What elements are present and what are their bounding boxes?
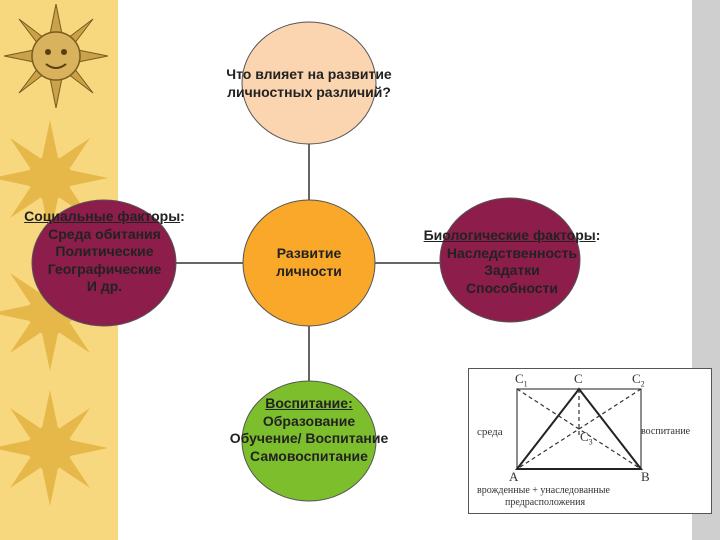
inset-label-c1-letter: C xyxy=(515,371,524,386)
bottom-node-item: Самовоспитание xyxy=(250,447,368,464)
inset-label-c1: C1 xyxy=(515,371,528,389)
left-node-item: Географические xyxy=(47,260,162,277)
bottom-node-text: Воспитание: Образование Обучение/ Воспит… xyxy=(198,395,420,465)
left-node xyxy=(31,199,177,327)
top-node-text: Что влияет на развитие личностных различ… xyxy=(190,66,428,101)
inset-label-c2-sub: 2 xyxy=(640,379,645,389)
left-node-heading: Социальные факторы: xyxy=(2,208,207,226)
right-node-item: Задатки xyxy=(484,262,540,278)
inset-label-environment: среда xyxy=(477,426,503,438)
inset-label-a: A xyxy=(509,469,519,484)
left-node-item: Политические xyxy=(55,243,154,259)
inset-label-c3-sub: 3 xyxy=(588,437,593,447)
right-node-heading-colon: : xyxy=(595,227,601,243)
inset-lines xyxy=(514,387,644,470)
inset-diagram: C1 C C2 C3 A B среда воспитание врожденн… xyxy=(468,368,712,514)
center-node-line1: Развитие xyxy=(276,245,342,261)
center-node xyxy=(242,199,376,327)
inset-label-b: B xyxy=(641,469,650,484)
top-node-line1: Что влияет на развитие xyxy=(226,66,392,82)
top-node xyxy=(241,21,377,145)
bottom-node xyxy=(241,380,377,502)
bottom-node-item: Образование xyxy=(262,412,356,429)
center-node-text: Развитие личности xyxy=(249,245,369,280)
bottom-node-heading: Воспитание: xyxy=(265,395,353,411)
right-node-heading: Биологические факторы: xyxy=(390,227,634,245)
inset-caption-line1: врожденные + унаследованные xyxy=(477,485,610,496)
inset-label-c1-sub: 1 xyxy=(523,379,528,389)
right-node-heading-text: Биологические факторы xyxy=(423,227,596,243)
left-node-heading-text: Социальные факторы xyxy=(24,208,181,224)
right-node-text: Биологические факторы: Наследственность … xyxy=(390,227,634,297)
inset-label-c3: C3 xyxy=(580,429,593,447)
inset-label-c: C xyxy=(574,371,583,386)
right-node-item: Наследственность xyxy=(446,244,578,261)
inset-label-c2-letter: C xyxy=(632,371,641,386)
bottom-node-item: Обучение/ Воспитание xyxy=(229,430,389,446)
center-node-line2: личности xyxy=(276,262,342,279)
inset-label-c3-letter: C xyxy=(580,429,589,444)
top-node-line2: личностных различий? xyxy=(227,83,391,100)
right-node-item: Способности xyxy=(466,279,558,296)
inset-label-c2: C2 xyxy=(632,371,645,389)
inset-caption-line2: предрасположения xyxy=(505,497,586,508)
left-node-item: И др. xyxy=(86,278,123,294)
sun-face-icon xyxy=(4,4,108,108)
left-node-item: Среда обитания xyxy=(48,225,161,242)
left-node-heading-colon: : xyxy=(180,208,185,224)
left-node-text: Социальные факторы: Среда обитания Полит… xyxy=(2,208,207,296)
inset-caption: врожденные + унаследованные предрасполож… xyxy=(477,485,707,509)
inset-label-upbringing: воспитание xyxy=(641,426,691,437)
right-node xyxy=(439,197,581,323)
